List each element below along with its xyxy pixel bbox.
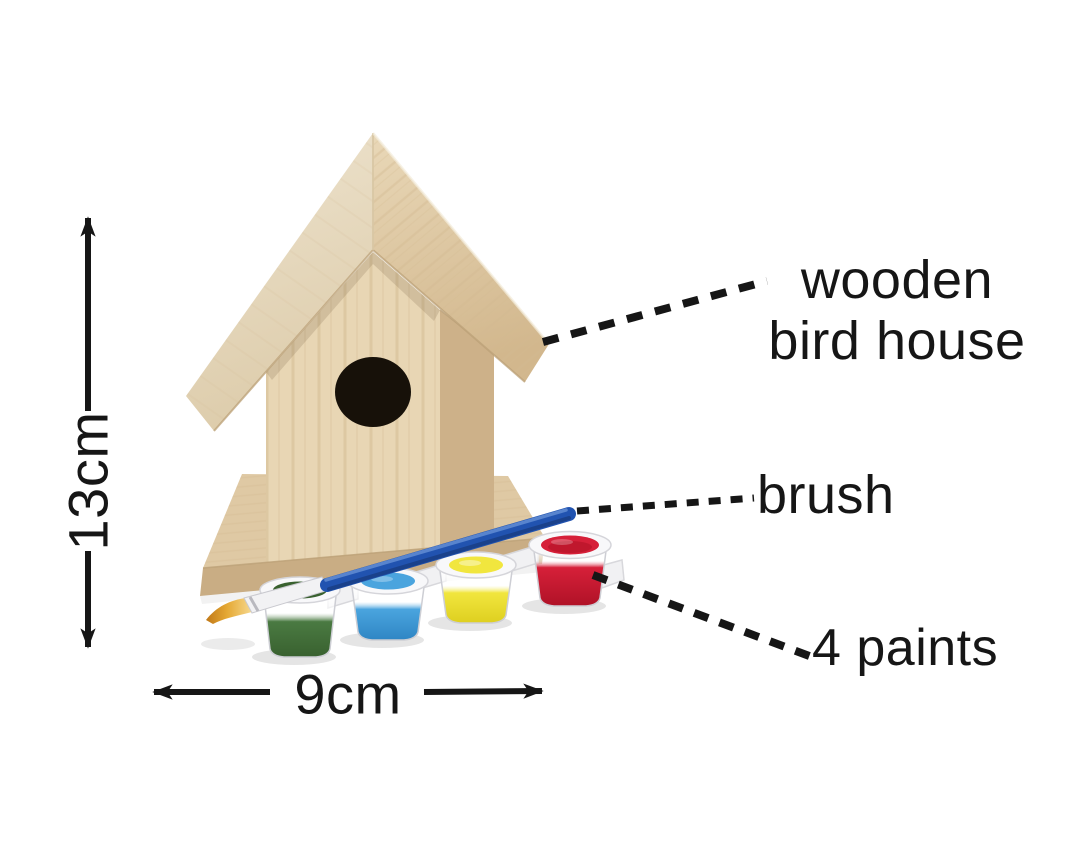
brush-bristles <box>206 598 252 624</box>
brush-callout-label: brush <box>757 465 895 525</box>
birdhouse-callout-label: wooden bird house <box>768 250 1025 372</box>
brush-handle-shade <box>327 516 571 591</box>
birdhouse-body <box>266 252 495 578</box>
height-dimension-label: 13cm <box>56 411 120 551</box>
birdhouse-roof <box>186 132 550 432</box>
pot-cup <box>263 595 337 658</box>
leader-line-paints <box>591 571 814 661</box>
brush-handle <box>320 507 576 592</box>
paint-surface-shade <box>548 541 592 553</box>
width-dimension-label: 9cm <box>294 662 402 726</box>
pot-cup <box>351 586 425 641</box>
paints-callout-label: 4 paints <box>812 619 999 677</box>
brush-handle-highlight <box>324 508 568 582</box>
leader-line-brush <box>576 494 755 515</box>
paint-highlight <box>459 560 481 566</box>
body-side-panel <box>440 310 494 556</box>
roof-shadow-on-body <box>266 252 440 380</box>
roof-outer-edge-highlight <box>372 132 550 345</box>
wood-grain-overlay <box>373 133 549 382</box>
birdhouse-callout-line1: wooden <box>800 250 994 310</box>
birdhouse <box>186 132 550 604</box>
shadow <box>201 638 255 650</box>
width-dimension-arrow <box>152 683 544 700</box>
entrance-hole <box>335 357 411 427</box>
leader-line-birdhouse <box>541 277 769 346</box>
paint-pot-yellow <box>428 551 517 631</box>
wood-grain-overlay <box>186 133 373 431</box>
paint-surface <box>449 556 503 574</box>
pot-cup <box>439 570 513 624</box>
birdhouse-callout-line2: bird house <box>768 311 1026 371</box>
paint-brush <box>201 507 576 650</box>
paint-pot-red <box>522 530 612 614</box>
pot-cup <box>533 550 607 607</box>
paint-highlight <box>551 539 573 545</box>
annotations <box>80 216 814 700</box>
ferrule-crimp <box>248 596 260 612</box>
